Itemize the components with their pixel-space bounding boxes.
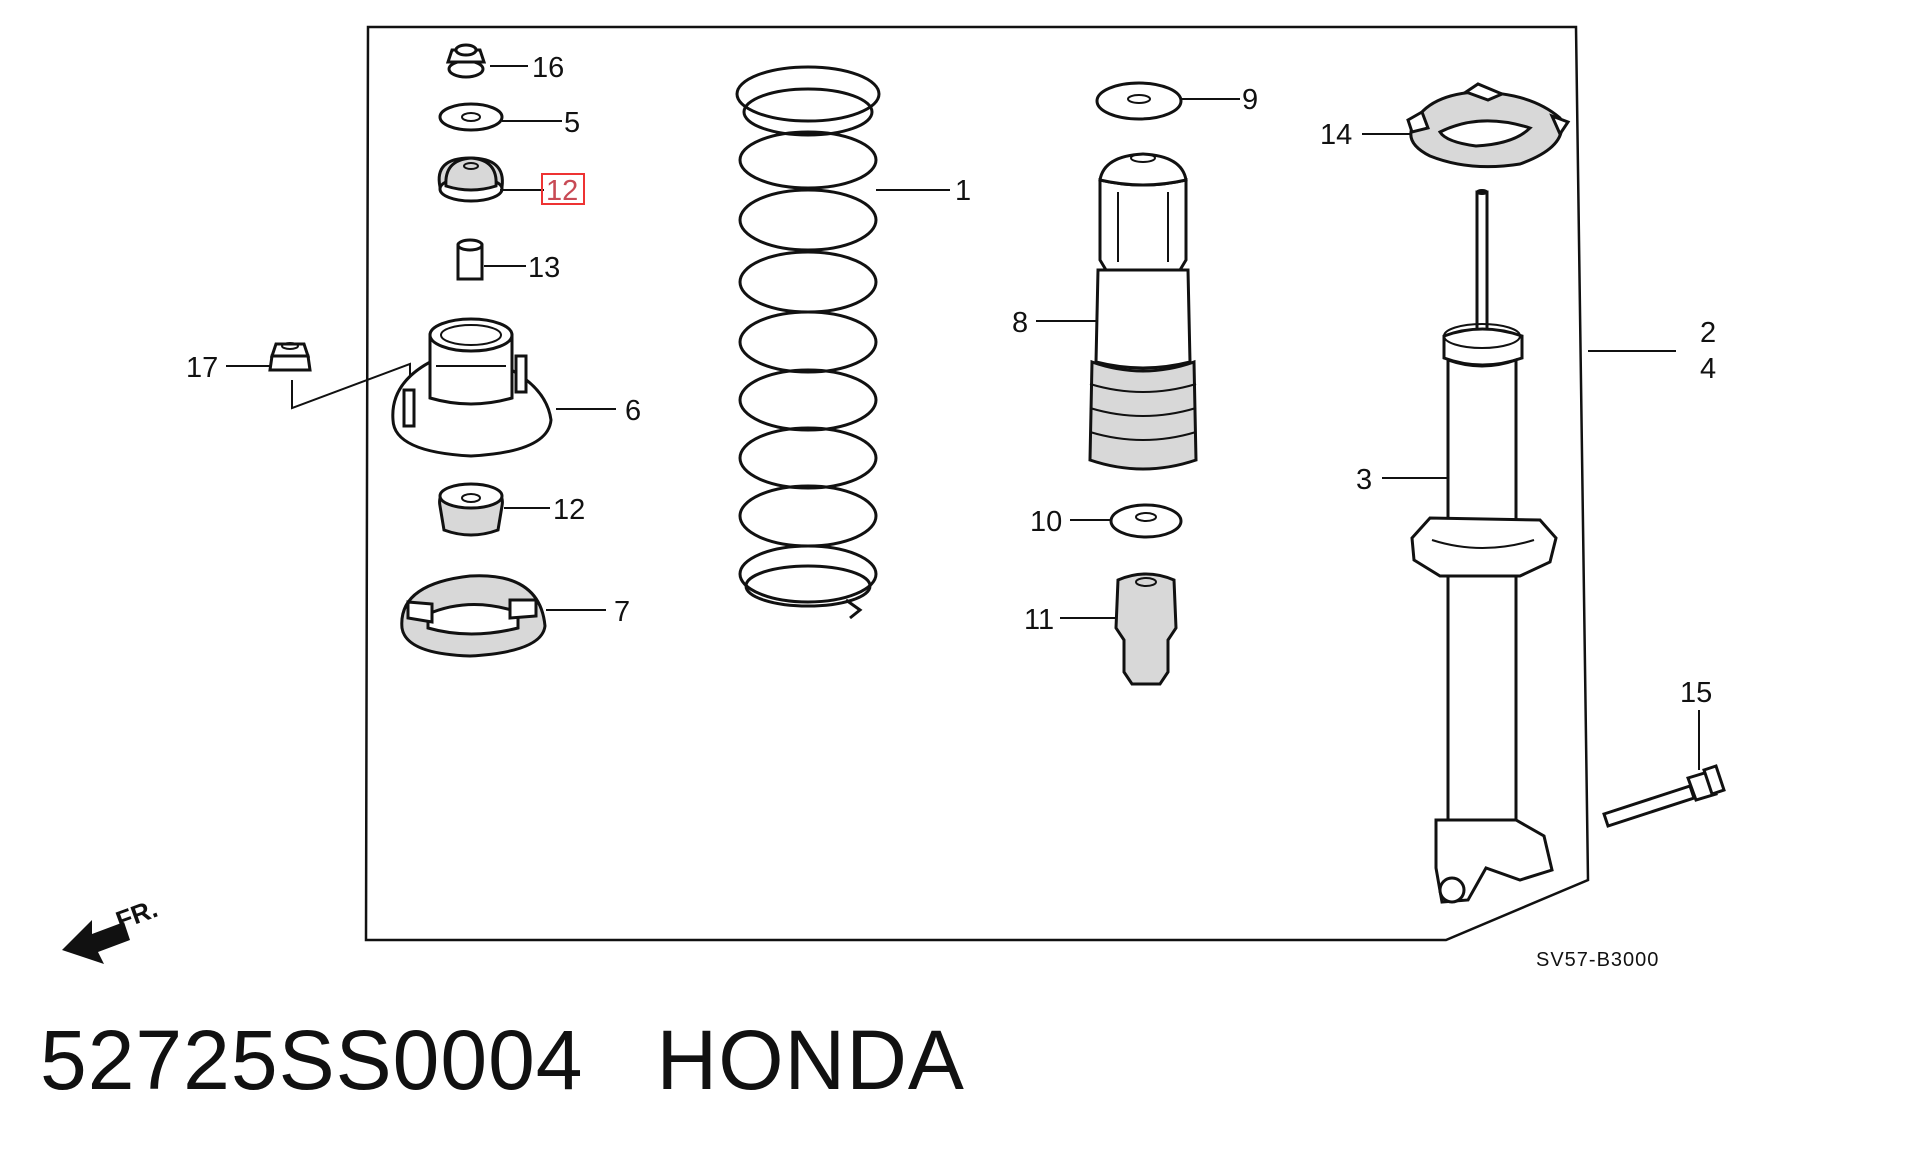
part-7-lower-spring-seat [400,574,547,658]
diagram-frame [364,25,1590,942]
callout-16: 16 [532,52,564,84]
callout-17: 17 [186,352,218,384]
part-3-damper [1410,189,1558,904]
front-direction-arrow: FR. [62,893,161,964]
highlight-box [541,173,585,205]
callout-3: 3 [1356,464,1372,496]
part-15-bolt [1602,764,1726,828]
part-8-dust-boot [1088,152,1198,471]
part-number: 52725SS0004 [40,1013,584,1107]
callout-4: 4 [1700,353,1716,385]
callout-1: 1 [955,175,971,207]
callout-8: 8 [1012,307,1028,339]
callout-15: 15 [1680,677,1712,709]
part-10-washer [1109,503,1183,539]
callout-6: 6 [625,395,641,427]
part-5-washer [438,102,504,132]
part-1-coil-spring [735,65,881,620]
part-12-bushing-upper [437,156,504,203]
callout-10: 10 [1030,506,1062,538]
callout-12-highlighted[interactable]: 12 [546,175,578,207]
part-14-spring-seat [1406,82,1571,169]
callout-7: 7 [614,596,630,628]
part-16-flange-nut [445,43,487,79]
callout-14: 14 [1320,119,1352,151]
callout-12: 12 [553,494,585,526]
part-12-bushing-lower [438,482,504,537]
part-caption: 52725SS0004 HONDA [40,1012,965,1109]
callout-2: 2 [1700,317,1716,349]
fr-label: FR. [112,893,162,936]
part-13-collar [456,238,484,281]
brand-name: HONDA [656,1013,965,1107]
callout-9: 9 [1242,84,1258,116]
part-11-bump-stop [1114,572,1178,686]
callout-11: 11 [1024,604,1054,636]
diagram-code: SV57-B3000 [1536,949,1659,971]
part-6-upper-mount [391,317,553,458]
part-9-washer [1095,81,1183,121]
callout-13: 13 [528,252,560,284]
part-17-nut [268,342,312,372]
callout-5: 5 [564,107,580,139]
